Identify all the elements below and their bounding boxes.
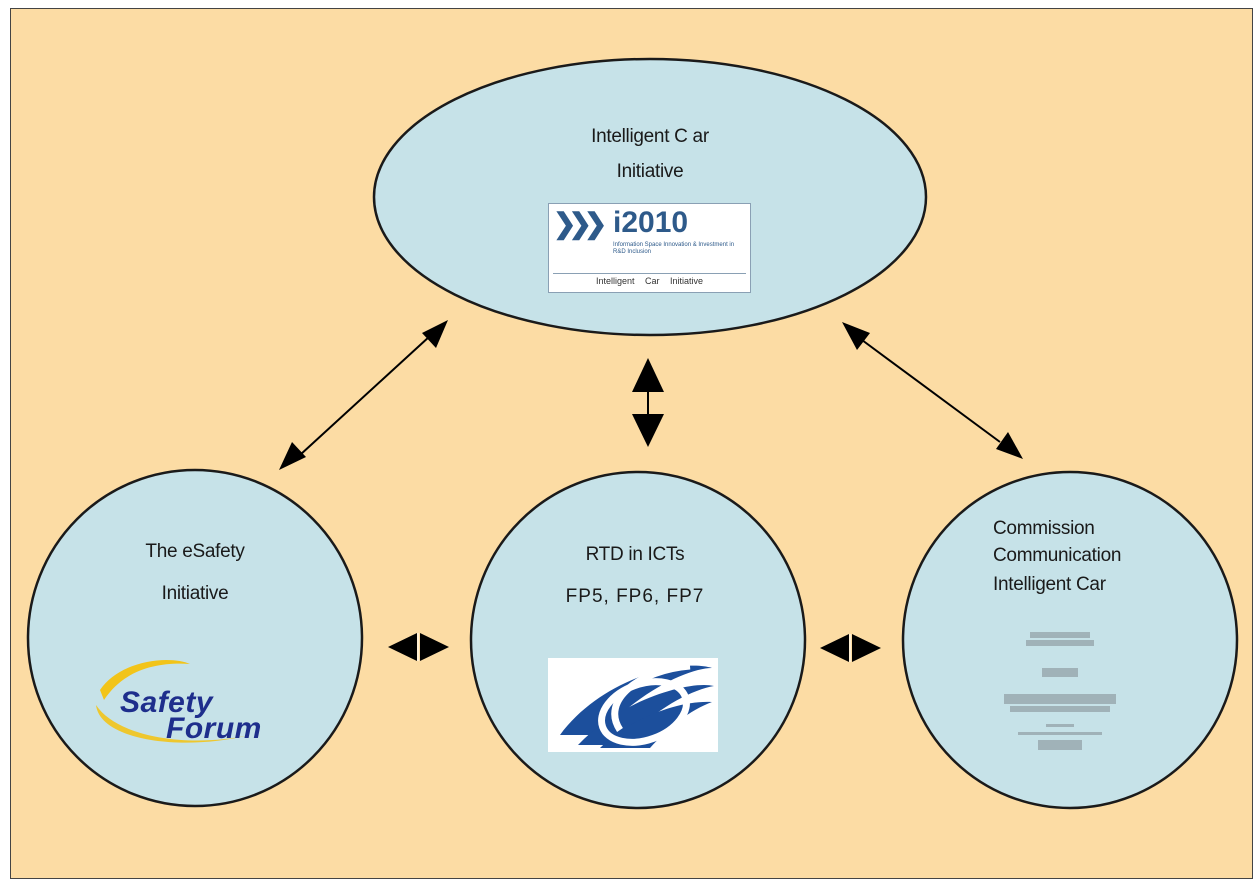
arrow-left-top — [279, 320, 448, 470]
arrow-center-top — [632, 358, 664, 447]
node-left-title-line1: The eSafety — [145, 541, 245, 562]
node-center-title-line1: RTD in ICTs — [585, 544, 685, 565]
node-left-circle — [26, 468, 364, 808]
node-right-title-line2: Communication — [993, 545, 1122, 566]
arrow-right-top — [842, 322, 1023, 459]
arrow-left-center — [388, 633, 449, 661]
i2010-logo-brand: i2010 — [613, 206, 689, 239]
i2010-logo: ❯❯❯ i2010 Information Space Innovation &… — [548, 203, 751, 293]
node-left-title-line2: Initiative — [161, 583, 229, 604]
node-center-circle — [469, 470, 807, 810]
arrow-center-right — [820, 634, 881, 662]
safety-forum-word1: Safety — [120, 686, 214, 719]
node-top-title-line2: Initiative — [616, 161, 684, 182]
i2010-logo-footer: Intelligent Car Initiative — [553, 273, 746, 288]
node-center-title-line2: FP5, FP6, FP7 — [565, 586, 705, 607]
node-top-title-line1: Intelligent C ar — [591, 126, 709, 147]
safety-forum-word2: Forum — [166, 712, 262, 745]
node-right-title-line3: Intelligent Car — [993, 574, 1106, 595]
i2010-logo-subtitle: Information Space Innovation & Investmen… — [613, 242, 735, 255]
node-right-title-line1: Commission — [993, 518, 1095, 539]
node-top-ellipse — [372, 57, 928, 337]
safety-forum-swoosh — [96, 659, 250, 743]
chevron-arrows-icon: ❯❯❯ — [553, 208, 607, 239]
fp6-logo-graphic — [548, 658, 718, 752]
commission-document-image — [1004, 632, 1116, 750]
